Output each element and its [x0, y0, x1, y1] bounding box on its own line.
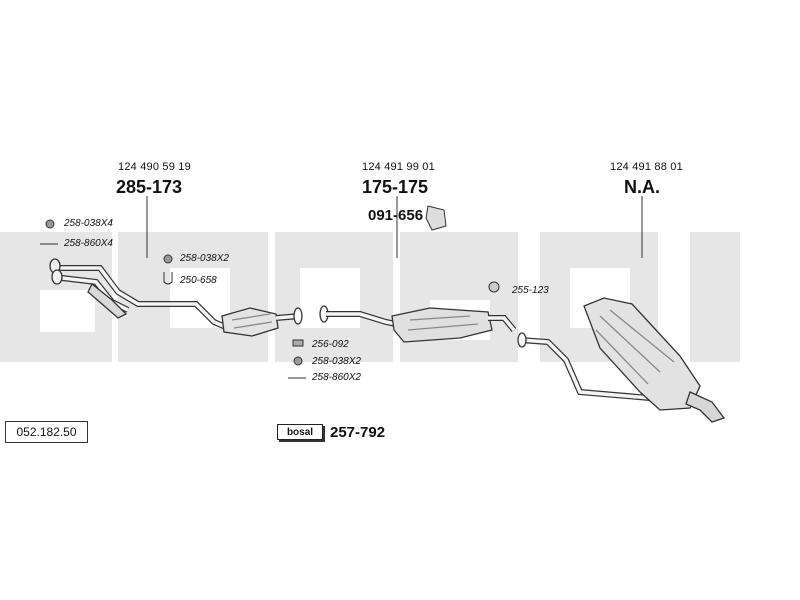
- accessory-4: 250-658: [180, 275, 217, 286]
- rear-silencer: [517, 297, 726, 423]
- leader-lines: [146, 196, 643, 258]
- front-pipe: [49, 258, 230, 331]
- hanger-part-number: 091-656: [368, 207, 424, 224]
- nut-icon: [163, 254, 173, 264]
- reference-number: 052.182.50: [5, 421, 88, 443]
- catalytic-converter: [221, 307, 303, 337]
- u-clamp-icon: [163, 272, 173, 285]
- accessory-8: 258-860X2: [312, 372, 361, 383]
- middle-silencer: [319, 305, 517, 343]
- accessory-1: 258-038X4: [64, 218, 113, 229]
- oem-number-3: 124 491 88 01: [610, 161, 683, 173]
- part-number-1: 285-173: [116, 177, 183, 197]
- oem-number-2: 124 491 99 01: [362, 161, 435, 173]
- clamp-icon: [488, 281, 500, 293]
- oem-number-1: 124 490 59 19: [118, 161, 191, 173]
- kit-part-number: 257-792: [330, 424, 386, 441]
- nut-icon: [45, 219, 55, 229]
- accessory-3: 258-038X2: [180, 253, 229, 264]
- kit-brand-label: bosal: [277, 424, 323, 440]
- part-number-3: N.A.: [624, 177, 660, 197]
- gasket-icon: [292, 339, 304, 347]
- nut-icon: [293, 356, 303, 366]
- accessory-5: 255-123: [512, 285, 549, 296]
- accessory-icons: [40, 205, 500, 379]
- accessory-2: 258-860X4: [64, 238, 113, 249]
- accessory-6: 256-092: [312, 339, 349, 350]
- hanger-bracket-icon: [425, 205, 447, 231]
- part-number-2: 175-175: [362, 177, 429, 197]
- accessory-7: 258-038X2: [312, 356, 361, 367]
